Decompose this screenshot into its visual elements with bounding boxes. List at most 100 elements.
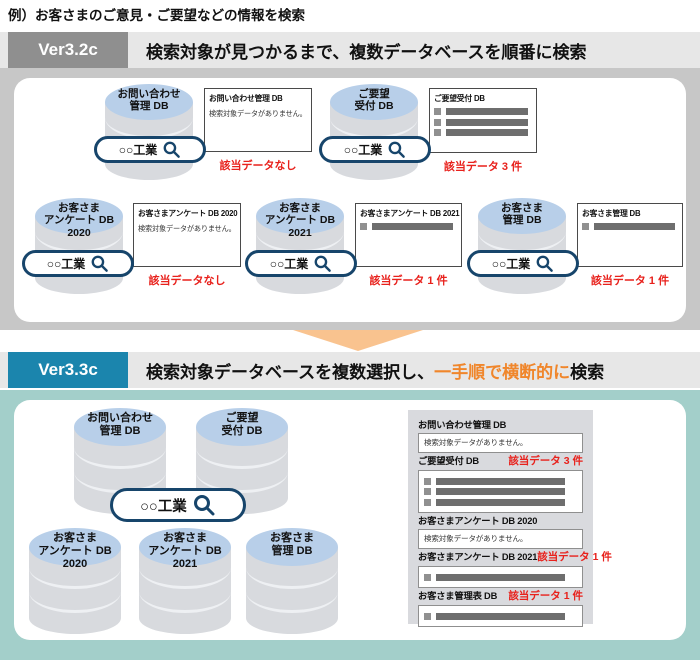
result-box-title: お問い合わせ管理 DB	[209, 94, 283, 103]
result-box: お客さまアンケート DB 2020 検索対象データがありません。	[133, 203, 241, 267]
database-ring	[139, 570, 231, 613]
v32-header-title: 検索対象が見つかるまで、複数データベースを順番に検索	[146, 42, 587, 62]
search-box: ○○工業	[110, 488, 246, 522]
result-group-box	[418, 605, 583, 627]
search-box: ○○工業	[319, 136, 431, 163]
result-caption: 該当データなし	[219, 160, 297, 172]
database-icon-survey-2021: お客さま アンケート DB 2021	[256, 198, 344, 294]
result-box-title: お客さまアンケート DB 2021	[360, 209, 460, 218]
result-box-title: ご要望受付 DB	[434, 94, 485, 103]
database-ring	[246, 570, 338, 613]
result-group-label: お客さま管理表 DB	[418, 591, 498, 601]
result-group: お問い合わせ管理 DB 検索対象データがありません。	[418, 417, 583, 453]
result-group-message: 検索対象データがありません。	[424, 438, 528, 447]
database-ring	[196, 450, 288, 493]
result-group-header: お問い合わせ管理 DB	[418, 417, 583, 431]
search-box: ○○工業	[22, 250, 134, 277]
arrow-down-icon	[293, 330, 423, 351]
result-group: お客さまアンケート DB 2020 検索対象データがありません。	[418, 513, 583, 549]
v33-header-title: 検索対象データベースを複数選択し、一手順で横断的に検索	[146, 352, 604, 388]
result-rows	[360, 223, 457, 230]
search-query-text: ○○工業	[118, 143, 158, 157]
v33-title-highlight: 一手順で横断的に	[434, 362, 571, 382]
result-group-box	[418, 566, 583, 588]
database-top	[246, 528, 338, 566]
magnifier-icon	[193, 495, 215, 516]
database-label: お客さま アンケート DB 2020	[38, 532, 112, 570]
database-label: ご要望 受付 DB	[221, 412, 263, 437]
database-label: お客さま アンケート DB 2021	[264, 202, 336, 239]
database-top	[139, 528, 231, 566]
result-caption: 該当データ 1 件	[590, 275, 670, 287]
search-box: ○○工業	[94, 136, 206, 163]
database-top	[29, 528, 121, 566]
v32-version-badge: Ver3.2c	[8, 32, 128, 68]
result-count-badge: 該当データ 3 件	[508, 455, 583, 467]
v33-version-badge: Ver3.3c	[8, 352, 128, 388]
v33-header-bar: Ver3.3c 検索対象データベースを複数選択し、一手順で横断的に検索	[0, 352, 700, 388]
result-caption: 該当データなし	[148, 275, 226, 287]
search-query-text: ○○工業	[269, 257, 309, 271]
result-rows	[424, 573, 577, 581]
database-label: お問い合わせ 管理 DB	[117, 88, 181, 113]
result-group-box	[418, 470, 583, 513]
magnifier-icon	[91, 255, 109, 272]
database-label: お客さま アンケート DB 2021	[148, 532, 222, 570]
magnifier-icon	[163, 141, 181, 158]
result-rows	[424, 477, 577, 506]
database-icon-customer: お客さま 管理 DB	[246, 528, 338, 634]
database-label: ご要望 受付 DB	[354, 88, 394, 113]
search-box: ○○工業	[245, 250, 357, 277]
result-group: ご要望受付 DB 該当データ 3 件	[418, 453, 583, 513]
database-ring	[74, 450, 166, 493]
result-group: お客さまアンケート DB 2021 該当データ 1 件	[418, 549, 612, 588]
v32-panel: お問い合わせ 管理 DB ○○工業 お問い合わせ管理 DB 検索対象データがあり…	[14, 78, 686, 322]
result-caption: 該当データ 3 件	[443, 161, 523, 173]
result-group-header: お客さまアンケート DB 2020	[418, 513, 583, 527]
database-ring	[29, 570, 121, 613]
database-icon-customer: お客さま 管理 DB	[478, 198, 566, 294]
result-group-message: 検索対象データがありません。	[424, 534, 528, 543]
result-box-title: お客さまアンケート DB 2020	[138, 209, 238, 218]
search-query-text: ○○工業	[140, 498, 187, 515]
result-group: お客さま管理表 DB 該当データ 1 件	[418, 588, 583, 627]
result-group-label: お客さまアンケート DB 2020	[418, 516, 538, 526]
database-top	[330, 84, 418, 120]
v33-panel: お問い合わせ 管理 DB ご要望 受付 DB ○○工業 お客さま アンケート D…	[14, 400, 686, 640]
search-query-text: ○○工業	[343, 143, 383, 157]
search-query-text: ○○工業	[46, 257, 86, 271]
result-rows	[582, 223, 678, 230]
result-box: ご要望受付 DB	[429, 88, 537, 153]
v33-section-frame: お問い合わせ 管理 DB ご要望 受付 DB ○○工業 お客さま アンケート D…	[0, 390, 700, 660]
result-group-header: お客さま管理表 DB 該当データ 1 件	[418, 588, 583, 603]
database-icon-request: ご要望 受付 DB	[330, 84, 418, 180]
search-query-text: ○○工業	[491, 257, 531, 271]
database-icon-inquiry: お問い合わせ 管理 DB	[105, 84, 193, 180]
database-icon-survey-2020: お客さま アンケート DB 2020	[35, 198, 123, 294]
database-top	[256, 198, 344, 234]
result-group-label: お問い合わせ管理 DB	[418, 420, 507, 430]
result-box-title: お客さま管理 DB	[582, 209, 641, 218]
magnifier-icon	[536, 255, 554, 272]
database-top	[74, 408, 166, 446]
result-box: お客さま管理 DB	[577, 203, 683, 267]
database-label: お問い合わせ 管理 DB	[87, 412, 153, 437]
v33-title-prefix: 検索対象データベースを複数選択し、	[146, 362, 435, 382]
result-group-box: 検索対象データがありません。	[418, 529, 583, 549]
magnifier-icon	[314, 255, 332, 272]
result-group-label: お客さまアンケート DB 2021	[418, 552, 538, 562]
result-group-header: ご要望受付 DB 該当データ 3 件	[418, 453, 583, 468]
database-label: お客さま 管理 DB	[270, 532, 314, 557]
database-top	[478, 198, 566, 234]
combined-results-panel: お問い合わせ管理 DB 検索対象データがありません。 ご要望受付 DB 該当デー…	[408, 410, 612, 627]
result-box: お客さまアンケート DB 2021	[355, 203, 462, 267]
search-box: ○○工業	[467, 250, 579, 277]
result-caption: 該当データ 1 件	[369, 275, 448, 287]
page-title: 例）お客さまのご意見・ご要望などの情報を検索	[8, 8, 305, 23]
v32-header-bar: Ver3.2c 検索対象が見つかるまで、複数データベースを順番に検索	[0, 32, 700, 68]
database-label: お客さま アンケート DB 2020	[43, 202, 115, 239]
result-group-box: 検索対象データがありません。	[418, 433, 583, 453]
result-box: お問い合わせ管理 DB 検索対象データがありません。	[204, 88, 312, 152]
result-count-badge: 該当データ 1 件	[537, 551, 612, 563]
